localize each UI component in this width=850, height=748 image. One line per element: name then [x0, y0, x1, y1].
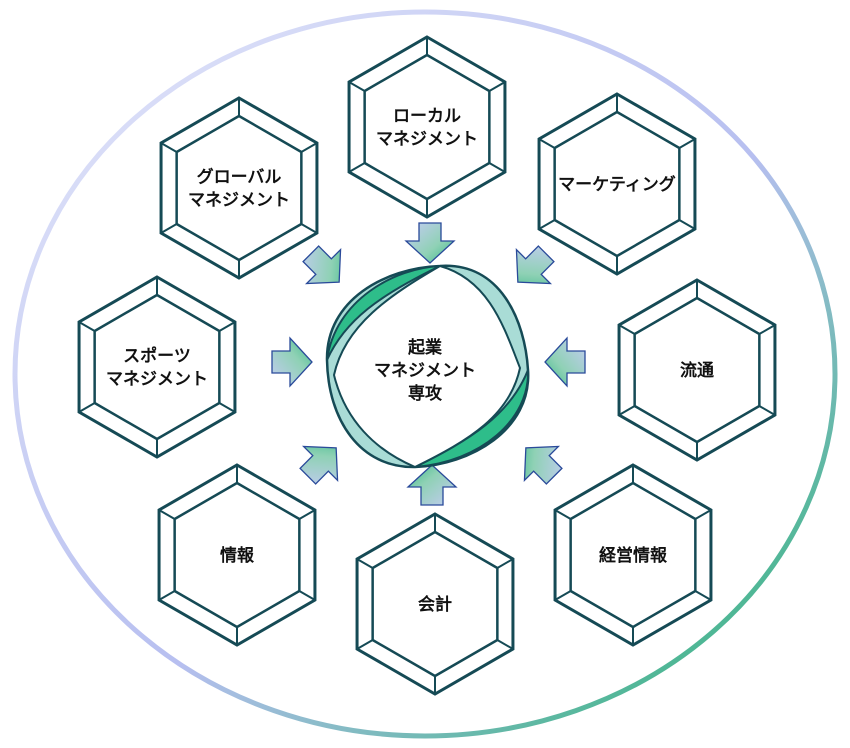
- hex-node-business-info: [553, 463, 713, 647]
- center-label: マネジメント: [374, 361, 476, 381]
- arrow-icon: [404, 222, 456, 264]
- hex-label: 会計: [418, 594, 452, 615]
- arrow-icon: [544, 336, 586, 388]
- center-twisted-ring: [325, 264, 530, 469]
- arrow-icon: [302, 245, 342, 285]
- hex-node-distribution: [617, 278, 777, 462]
- arrow-icon: [406, 464, 458, 506]
- hex-label: 情報: [220, 545, 255, 566]
- arrow-icon: [515, 245, 555, 285]
- center-label: 起業: [407, 337, 442, 358]
- outer-ring: [12, 9, 838, 739]
- arrow-icon: [271, 336, 313, 388]
- hex-label: マーケティング: [558, 174, 676, 195]
- hex-node-marketing: [537, 92, 697, 276]
- hex-label: スポーツ: [123, 346, 191, 367]
- hex-label: グローバル: [197, 167, 282, 188]
- arrow-icon: [523, 445, 563, 485]
- hex-label: ローカル: [393, 107, 461, 127]
- hex-node-local: [347, 35, 507, 219]
- hex-label: 経営情報: [599, 545, 668, 566]
- arrow-icon: [299, 445, 339, 485]
- hex-label: 流通: [680, 360, 714, 381]
- hex-node-information: [157, 463, 317, 647]
- hex-node-sports: [77, 275, 237, 459]
- hex-node-global: [159, 96, 319, 280]
- hex-node-accounting: [355, 512, 515, 696]
- hex-label: マネジメント: [188, 191, 290, 211]
- hex-label: マネジメント: [106, 370, 208, 390]
- center-label: 専攻: [408, 383, 443, 404]
- hex-label: マネジメント: [376, 130, 478, 150]
